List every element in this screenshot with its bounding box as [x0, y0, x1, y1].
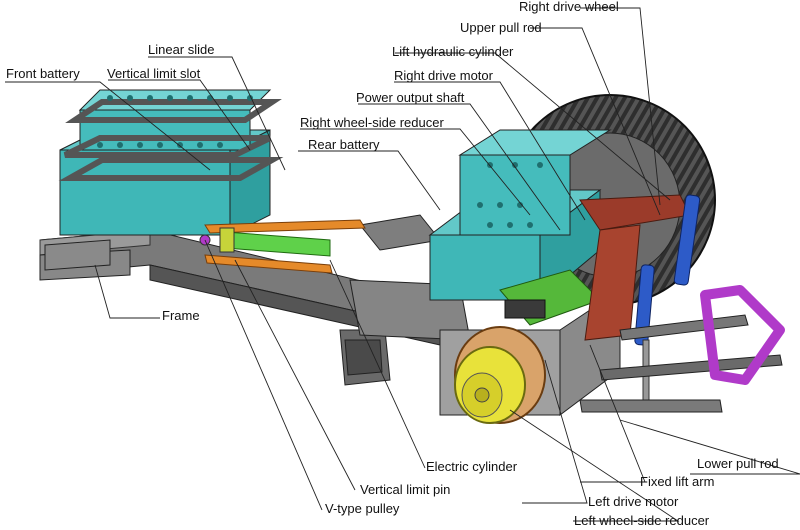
leader-lines: [5, 7, 800, 522]
label-fixed-lift-arm: Fixed lift arm: [640, 474, 715, 489]
label-linear-slide: Linear slide: [148, 42, 215, 57]
label-front-battery: Front battery: [6, 66, 80, 81]
linear-slide: [204, 219, 366, 274]
electric-cylinder: [199, 227, 331, 257]
front-battery: [58, 89, 284, 236]
rear-battery: [428, 129, 612, 302]
label-frame: Frame: [162, 308, 200, 323]
label-lower-pull-rod: Lower pull rod: [697, 456, 779, 471]
frame: [39, 214, 471, 386]
label-upper-pull-rod: Upper pull rod: [460, 20, 542, 35]
left-wheel-side-reducer: [454, 326, 546, 424]
label-vertical-limit-slot: Vertical limit slot: [107, 66, 201, 81]
label-left-wheel-side-reducer: Left wheel-side reducer: [574, 513, 710, 528]
label-lift-hydraulic-cylinder: Lift hydraulic cylinder: [392, 44, 514, 59]
label-left-drive-motor: Left drive motor: [588, 494, 679, 509]
label-power-output-shaft: Power output shaft: [356, 90, 465, 105]
label-right-drive-motor: Right drive motor: [394, 68, 493, 83]
fixed-lift-arm: [579, 194, 691, 341]
implement-hitch: [700, 285, 785, 385]
label-right-wheel-side-reducer: Right wheel-side reducer: [300, 115, 444, 130]
label-electric-cylinder: Electric cylinder: [426, 459, 518, 474]
label-v-type-pulley: V-type pulley: [325, 501, 400, 516]
label-rear-battery: Rear battery: [308, 137, 380, 152]
label-right-drive-wheel: Right drive wheel: [519, 0, 619, 14]
label-vertical-limit-pin: Vertical limit pin: [360, 482, 451, 497]
